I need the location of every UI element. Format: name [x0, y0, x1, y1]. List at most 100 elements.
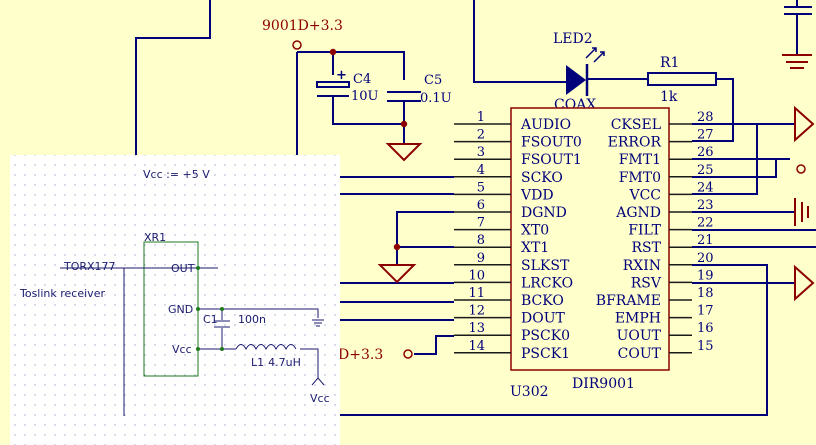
ic-pin-name: XT0 [521, 223, 549, 239]
ic-pin-number: 6 [477, 198, 485, 213]
inductor-ref: L1 [251, 356, 264, 369]
module-ref: XR1 [144, 231, 166, 244]
capacitor-c5: C5 0.1U [387, 73, 452, 106]
ic-pin-number: 27 [697, 128, 714, 143]
ov-junction-dot [220, 307, 224, 311]
ov-ground-symbol [312, 319, 324, 327]
ic-pin-name: XT1 [521, 240, 549, 256]
wire-psck0 [414, 335, 454, 355]
r1-value: 1k [660, 89, 678, 105]
overlay-background [10, 155, 340, 445]
ic-pin-name: ERROR [608, 135, 662, 151]
ic-pin-number: 22 [697, 216, 714, 231]
ov-junction-dot [196, 307, 200, 311]
ic-pin-number: 19 [697, 268, 714, 283]
c5-ref: C5 [424, 73, 442, 88]
wire-vcc [692, 124, 758, 195]
ic-pin-name: UOUT [617, 328, 662, 344]
ic-pin-number: 24 [697, 180, 714, 195]
wire-dgnd [396, 211, 454, 265]
main-schematic [135, 0, 816, 416]
port-fmt1 [796, 164, 806, 174]
junctions [329, 48, 408, 251]
ic-pin-name: BCKO [521, 293, 564, 309]
ic-pin-name: AUDIO [520, 117, 571, 133]
junction-dot [393, 243, 401, 251]
ov-junction-dot [220, 347, 224, 351]
ic-pin-number: 25 [697, 163, 714, 178]
ground-symbol-dgnd [377, 264, 417, 284]
wire-rxin [338, 264, 768, 416]
ov-inductor-coil [235, 344, 297, 351]
ic-pin-number: 18 [697, 286, 714, 301]
port-rsv [794, 264, 815, 302]
ic-pin-number: 28 [697, 110, 714, 125]
ic-pin-number: 7 [477, 216, 485, 231]
ic-pin-name: VCC [628, 187, 661, 203]
ground-agnd [794, 198, 809, 226]
ov-wire-gnd [198, 308, 319, 318]
cap-ref: C1 [203, 313, 218, 326]
ic-pin-name: CKSEL [611, 117, 661, 133]
ic-pin-name: DGND [521, 205, 567, 221]
ic-pin-number: 5 [477, 180, 485, 195]
ic-pin-number: 1 [477, 110, 485, 125]
capacitor-c4: + C4 10U [316, 68, 379, 104]
ic-part: DIR9001 [572, 376, 635, 392]
led-triangle [566, 65, 586, 95]
c4-ref: C4 [353, 72, 371, 87]
wire-top-left [135, 0, 211, 158]
ic-pin-name: LRCKO [521, 275, 573, 291]
ground-symbol-c5 [385, 143, 423, 162]
power-port-psck [403, 349, 413, 359]
ic-pin-number: 14 [468, 339, 485, 354]
c5-plates [387, 91, 421, 102]
power-label-top: 9001D+3.3 [262, 18, 343, 34]
ic-ref: U302 [510, 384, 549, 400]
ic-pin-name: FSOUT0 [521, 135, 582, 151]
ic-pin-number: 10 [468, 268, 485, 283]
overlay-panel: Vcc := +5 V XR1 TORX177 Toslink receiver… [10, 155, 340, 445]
vcc-label: Vcc [310, 392, 330, 405]
c5-value: 0.1U [420, 91, 452, 106]
ic-pin-number: 15 [697, 339, 714, 354]
ic-pin-number: 21 [697, 233, 714, 248]
ic-pin-name: PSCK1 [521, 346, 570, 362]
ic-pin-name: PSCK0 [521, 328, 570, 344]
ic-pin-name: FMT1 [619, 152, 661, 168]
vcc-note: Vcc := +5 V [143, 168, 210, 181]
ic-pin-number: 9 [477, 251, 485, 266]
led-arrows [585, 47, 605, 63]
ic-pin-name: SLKST [521, 258, 570, 274]
power-port-top [292, 40, 302, 50]
led-ref: LED2 [553, 31, 593, 47]
ov-junction-dot [196, 347, 200, 351]
ic-pin-number: 3 [477, 145, 485, 160]
wire-c4-bottom [332, 96, 404, 125]
ground-top-right [782, 54, 812, 69]
ic-pin-name: FSOUT1 [521, 152, 582, 168]
junction-dot [400, 120, 408, 128]
ic-pin-name: VDD [520, 187, 554, 203]
ic-pin-number: 8 [477, 233, 485, 248]
ic-pin-name: RXIN [623, 258, 661, 274]
ov-wire-inductor-right [300, 348, 319, 378]
ic-pin-name: FILT [628, 223, 661, 239]
pin-gnd-label: GND [168, 303, 193, 316]
ov-vcc-symbol [311, 377, 325, 386]
ic-pin-name: FMT0 [619, 170, 661, 186]
ic-pin-number: 16 [697, 321, 714, 336]
pin-vcc-label: Vcc [172, 343, 192, 356]
ic-pin-number: 17 [697, 304, 714, 319]
ic-pin-name: COUT [618, 346, 662, 362]
c4-plus: + [336, 68, 347, 83]
ic-pin-name: AGND [615, 205, 661, 221]
ic-pin-name: BFRAME [596, 293, 661, 309]
ov-cap-plates [214, 320, 230, 328]
resistor-r1: R1 1k [647, 55, 717, 105]
ov-junction-dot [196, 266, 200, 270]
cap-value: 100n [238, 313, 266, 326]
